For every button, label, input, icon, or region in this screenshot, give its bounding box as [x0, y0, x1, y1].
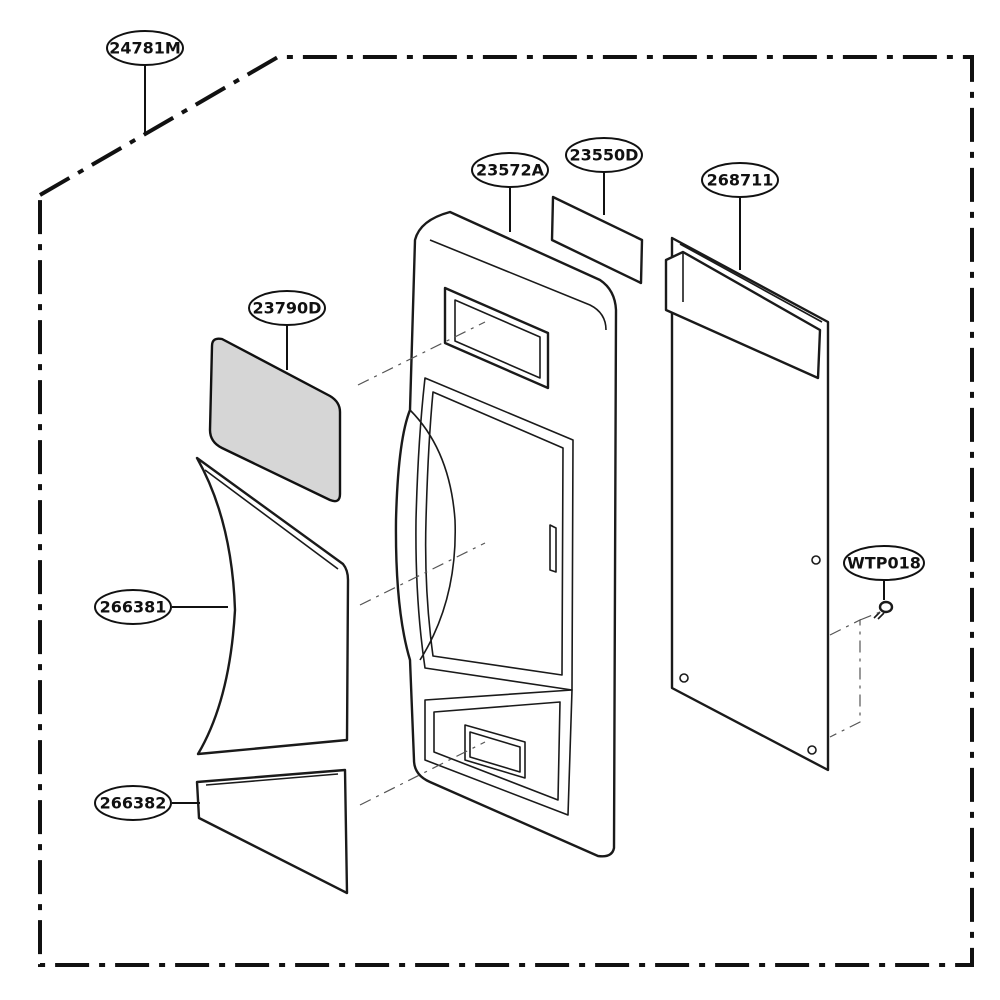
callout-label: 23790D: [253, 299, 322, 318]
leader-lines: [144, 65, 885, 804]
callout-label: 23572A: [476, 161, 545, 180]
door-frame-part: [394, 210, 618, 858]
screw-part: [873, 600, 894, 620]
viewing-window-part: [208, 337, 342, 503]
callout-label: 266381: [100, 598, 167, 617]
callout-label: 268711: [707, 171, 774, 190]
callout-label: 24781M: [109, 39, 181, 58]
assembly-boundary: [38, 55, 974, 967]
callout-lower-panel: 266382: [94, 785, 172, 821]
callout-screw: WTP018: [843, 545, 925, 581]
lower-panel-part: [195, 768, 349, 895]
callout-label: 266382: [100, 794, 167, 813]
callout-door-frame: 23572A: [471, 152, 549, 188]
display-window-part: [550, 195, 644, 285]
callout-label: 23550D: [570, 146, 639, 165]
callout-label: WTP018: [847, 554, 921, 573]
callout-viewing-window: 23790D: [248, 290, 326, 326]
upper-panel-part: [195, 456, 350, 756]
pcb-part: [664, 236, 830, 772]
callout-display-window: 23550D: [565, 137, 643, 173]
callout-assembly: 24781M: [106, 30, 184, 66]
callout-upper-panel: 266381: [94, 589, 172, 625]
assembly-guides: [357, 321, 881, 806]
callout-pcb: 268711: [701, 162, 779, 198]
